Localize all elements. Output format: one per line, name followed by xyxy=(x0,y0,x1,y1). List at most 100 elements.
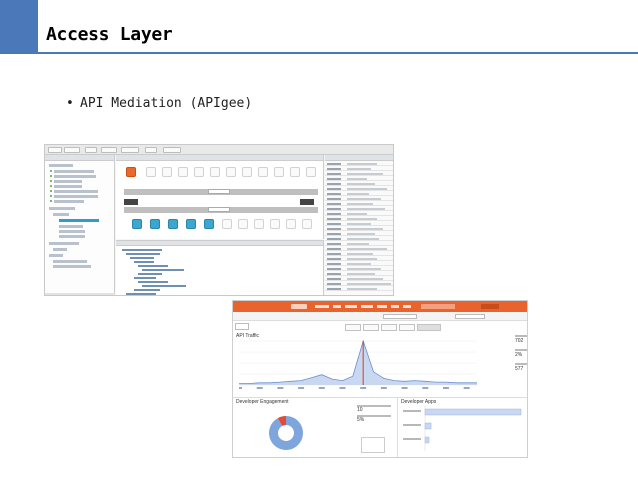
organization-dropdown[interactable] xyxy=(383,314,417,319)
nav-item[interactable] xyxy=(49,207,75,210)
property-row[interactable] xyxy=(325,257,393,261)
property-row[interactable] xyxy=(325,237,393,241)
proxy-selector[interactable] xyxy=(235,323,249,330)
property-row[interactable] xyxy=(325,227,393,231)
nav-item[interactable] xyxy=(54,185,82,188)
nav-item[interactable] xyxy=(53,265,91,268)
nav-item[interactable] xyxy=(53,248,67,251)
property-key xyxy=(327,163,341,165)
policy-slot[interactable] xyxy=(194,167,204,177)
policy-slot[interactable] xyxy=(302,219,312,229)
cloud-icon[interactable] xyxy=(186,219,196,229)
range-today-button[interactable] xyxy=(363,324,379,331)
property-row[interactable] xyxy=(325,232,393,236)
cloud-icon[interactable] xyxy=(150,219,160,229)
range-hour-button[interactable] xyxy=(345,324,361,331)
policy-slot[interactable] xyxy=(162,167,172,177)
property-row[interactable] xyxy=(325,252,393,256)
policy-slot[interactable] xyxy=(238,219,248,229)
policy-slot[interactable] xyxy=(290,167,300,177)
property-row[interactable] xyxy=(325,277,393,281)
policy-slot[interactable] xyxy=(226,167,236,177)
toolbar-new-menu[interactable] xyxy=(85,147,97,153)
nav-item[interactable] xyxy=(54,180,82,183)
toolbar-project-menu[interactable] xyxy=(48,147,62,153)
range-week-button[interactable] xyxy=(381,324,397,331)
nav-item[interactable] xyxy=(54,175,96,178)
nav-item-selected[interactable] xyxy=(59,219,99,222)
nav-item[interactable] xyxy=(59,225,83,228)
policy-slot[interactable] xyxy=(178,167,188,177)
proxy-endpoint-box[interactable] xyxy=(124,199,138,205)
policy-slot[interactable] xyxy=(306,167,316,177)
nav-item[interactable] xyxy=(49,164,73,167)
property-row[interactable] xyxy=(325,282,393,286)
policy-slot[interactable] xyxy=(146,167,156,177)
property-row[interactable] xyxy=(325,272,393,276)
property-row[interactable] xyxy=(325,222,393,226)
nav-docs-link[interactable] xyxy=(391,305,399,308)
property-row[interactable] xyxy=(325,217,393,221)
property-row[interactable] xyxy=(325,267,393,271)
nav-publish-link[interactable] xyxy=(345,305,357,308)
policy-slot[interactable] xyxy=(210,167,220,177)
property-row[interactable] xyxy=(325,212,393,216)
policy-slot[interactable] xyxy=(242,167,252,177)
toolbar-deploy-menu[interactable] xyxy=(121,147,139,153)
property-row[interactable] xyxy=(325,247,393,251)
toolbar-deployment-menu[interactable] xyxy=(163,147,181,153)
property-key xyxy=(327,288,341,290)
user-menu[interactable] xyxy=(481,304,499,309)
nav-item[interactable] xyxy=(54,190,98,193)
property-row[interactable] xyxy=(325,162,393,166)
property-row[interactable] xyxy=(325,172,393,176)
nav-item[interactable] xyxy=(54,170,94,173)
property-row[interactable] xyxy=(325,187,393,191)
donut-slice xyxy=(269,416,303,450)
property-row[interactable] xyxy=(325,202,393,206)
nav-help-link[interactable] xyxy=(403,305,411,308)
nav-item[interactable] xyxy=(54,200,84,203)
code-editor-panel[interactable] xyxy=(116,240,324,295)
nav-apis-link[interactable] xyxy=(333,305,341,308)
nav-dashboard-link[interactable] xyxy=(315,305,329,308)
property-row[interactable] xyxy=(325,192,393,196)
range-month-button[interactable] xyxy=(399,324,415,331)
policy-slot[interactable] xyxy=(258,167,268,177)
nav-item[interactable] xyxy=(49,242,79,245)
nav-item[interactable] xyxy=(54,195,98,198)
property-value xyxy=(347,188,387,190)
policy-slot[interactable] xyxy=(274,167,284,177)
environment-dropdown[interactable] xyxy=(455,314,485,319)
organization-selector[interactable] xyxy=(421,304,455,309)
nav-item[interactable] xyxy=(59,235,85,238)
property-row[interactable] xyxy=(325,287,393,291)
toolbar-view-menu[interactable] xyxy=(145,147,157,153)
property-row[interactable] xyxy=(325,262,393,266)
cloud-icon[interactable] xyxy=(168,219,178,229)
nav-analytics-link[interactable] xyxy=(361,305,373,308)
policy-slot[interactable] xyxy=(254,219,264,229)
cloud-icon[interactable] xyxy=(204,219,214,229)
toolbar-revision-menu[interactable] xyxy=(64,147,80,153)
nav-insights-link[interactable] xyxy=(377,305,387,308)
property-row[interactable] xyxy=(325,167,393,171)
toolbar-save-menu[interactable] xyxy=(101,147,117,153)
property-row[interactable] xyxy=(325,207,393,211)
cloud-icon[interactable] xyxy=(132,219,142,229)
policy-slot[interactable] xyxy=(270,219,280,229)
property-row[interactable] xyxy=(325,197,393,201)
nav-item[interactable] xyxy=(49,254,63,257)
property-row[interactable] xyxy=(325,177,393,181)
nav-item[interactable] xyxy=(53,260,87,263)
range-date-button[interactable] xyxy=(417,324,441,331)
policy-icon xyxy=(50,195,52,197)
lock-icon[interactable] xyxy=(126,167,136,177)
property-row[interactable] xyxy=(325,242,393,246)
policy-slot[interactable] xyxy=(222,219,232,229)
policy-slot[interactable] xyxy=(286,219,296,229)
nav-item[interactable] xyxy=(53,213,69,216)
target-endpoint-box[interactable] xyxy=(300,199,314,205)
property-row[interactable] xyxy=(325,182,393,186)
nav-item[interactable] xyxy=(59,230,85,233)
